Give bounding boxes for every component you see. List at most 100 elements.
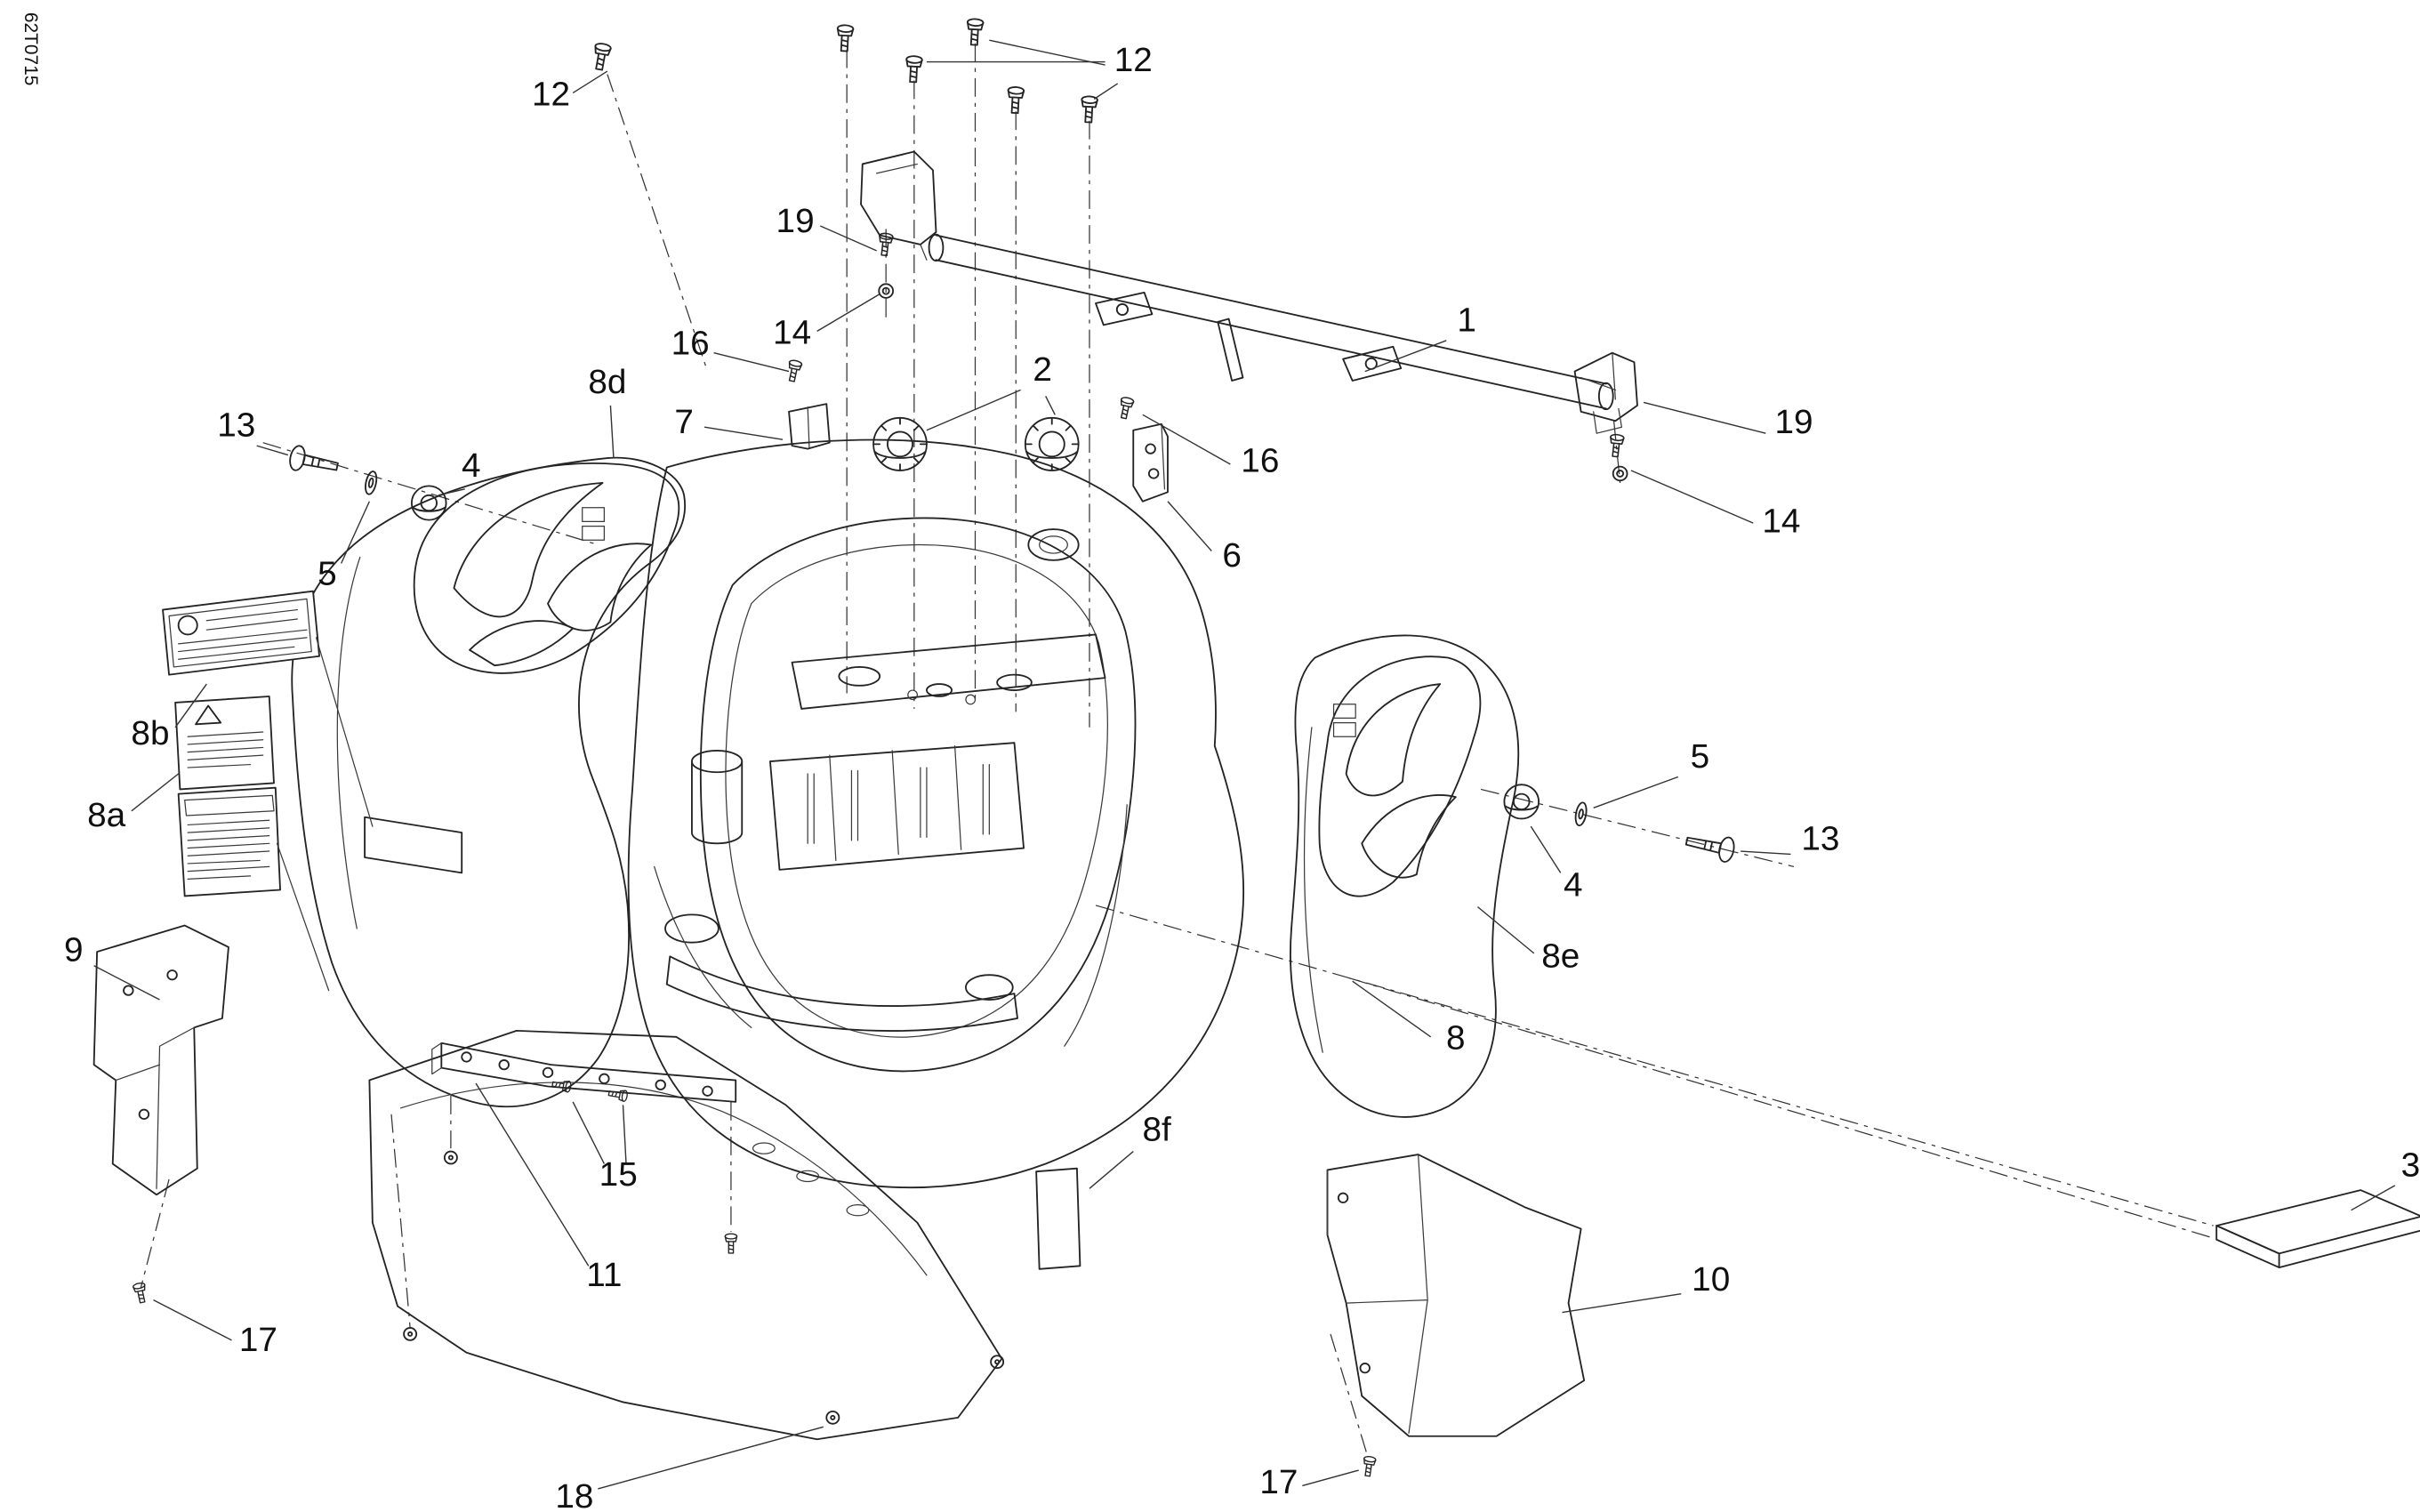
screw-15-a [551,1078,573,1093]
warning-labels-8a-8b [162,590,374,992]
leader-line-3 [2351,1185,2396,1211]
seat-opening-outer [699,517,1137,1073]
side-panel-part-10 [1326,1154,1586,1437]
top-deck [791,633,1106,710]
leader-line-8 [1352,980,1432,1038]
foam-pad-part-3 [2215,1189,2420,1268]
leader-line-8f [1089,1151,1134,1189]
screw-15-b [607,1087,629,1103]
leader-line-18 [598,1426,824,1490]
callout-8e: 8e [1541,937,1580,976]
leader-line-7 [703,426,784,440]
grommet-4-left [410,485,447,521]
rod-left-cap [860,150,937,245]
callout-numbers: 12121914168d721191413451668b8a51348e898f… [64,41,2420,1512]
callout-8: 8 [1446,1019,1466,1058]
screw-17-right [1361,1455,1377,1477]
callout-16: 16 [1241,442,1279,480]
left-vent-swirl-3 [469,620,575,667]
rod-pin [1217,318,1244,382]
leader-line-17 [1302,1469,1359,1487]
leader-line-15 [572,1101,605,1164]
leader-line-14 [816,294,880,332]
leader-line-12 [989,39,1105,66]
callout-8d: 8d [588,363,626,401]
panel-sticker [364,816,463,874]
callout-17: 17 [239,1321,277,1359]
mounting-screws-part-12 [591,18,1099,124]
access-cover-part-8f [1035,1167,1081,1270]
leader-line-11 [475,1082,590,1267]
leader-line-5 [341,501,371,564]
callout-14: 14 [1762,503,1800,541]
left-vent-swirl-2 [547,543,653,631]
screw-12-c [904,54,923,84]
screw-12-f [1080,95,1099,124]
cap-2-right [1024,416,1080,471]
callout-6: 6 [1222,536,1242,575]
callout-8a: 8a [87,796,126,834]
callout-11: 11 [586,1256,622,1294]
leader-line-15 [622,1105,627,1164]
leader-line-17 [153,1299,232,1341]
center-body-part-8 [627,438,1245,1189]
right-side-panel-part-8e [1290,634,1520,1118]
leader-line-12 [572,70,608,93]
callout-15: 15 [599,1155,638,1194]
leader-line-1 [1364,340,1447,373]
right-vent-swirl-1 [1345,683,1442,797]
leader-line-8e [1477,906,1535,954]
cap-2-left [872,416,928,471]
grommet-4-right [1503,784,1540,820]
callout-4: 4 [462,446,481,485]
callout-3: 3 [2401,1146,2420,1185]
leader-line-4 [1530,825,1562,873]
lower-cross-member [665,955,1018,1032]
leader-lines [93,39,2396,1490]
leader-line-19 [819,225,877,252]
rivet-18-a [403,1327,418,1341]
seat-opening-inner [725,543,1108,1038]
left-vent-outline [413,462,680,674]
label-8a-upper [174,696,275,791]
callout-14: 14 [773,313,811,351]
rod-bracket-1 [1095,291,1154,326]
callout-4: 4 [1564,866,1583,905]
bracket-part-6 [1132,422,1169,503]
battery-tray [691,742,1025,871]
leader-line-6 [1167,501,1212,551]
leader-line-9 [93,965,160,1001]
callout-5: 5 [1691,737,1710,776]
centerlines [140,43,2214,1459]
callout-5: 5 [318,555,337,593]
washer-5-right [1572,800,1589,827]
right-vent-swirl-2 [1361,794,1457,879]
callout-7: 7 [674,403,694,441]
callout-17: 17 [1259,1463,1298,1501]
leader-line-2 [926,389,1021,431]
leader-line-14 [1630,470,1754,524]
callout-12: 12 [1114,41,1153,79]
bolt-set-left-13-4-5 [286,443,447,521]
callout-2: 2 [1033,350,1052,389]
left-side-panel-part-8d [291,456,687,1108]
callout-13: 13 [217,406,255,445]
mudguard-part-9 [92,924,229,1196]
callout-19: 19 [1774,403,1813,441]
callout-1: 1 [1457,302,1476,340]
callout-9: 9 [64,931,84,969]
leader-line-13 [1741,850,1791,856]
screw-below-11 [724,1233,738,1254]
leader-line-13 [256,445,289,456]
leader-line-12 [1093,83,1119,100]
nut-14-right [1612,465,1628,482]
callout-16: 16 [671,325,710,363]
leader-line-5 [1593,776,1678,808]
callout-12: 12 [532,76,570,114]
gauge-bezel [1027,528,1080,561]
bracket-part-7 [788,403,831,450]
leader-line-8a [131,773,180,812]
rivet-11 [443,1150,458,1165]
screws-part-16 [784,358,1135,421]
